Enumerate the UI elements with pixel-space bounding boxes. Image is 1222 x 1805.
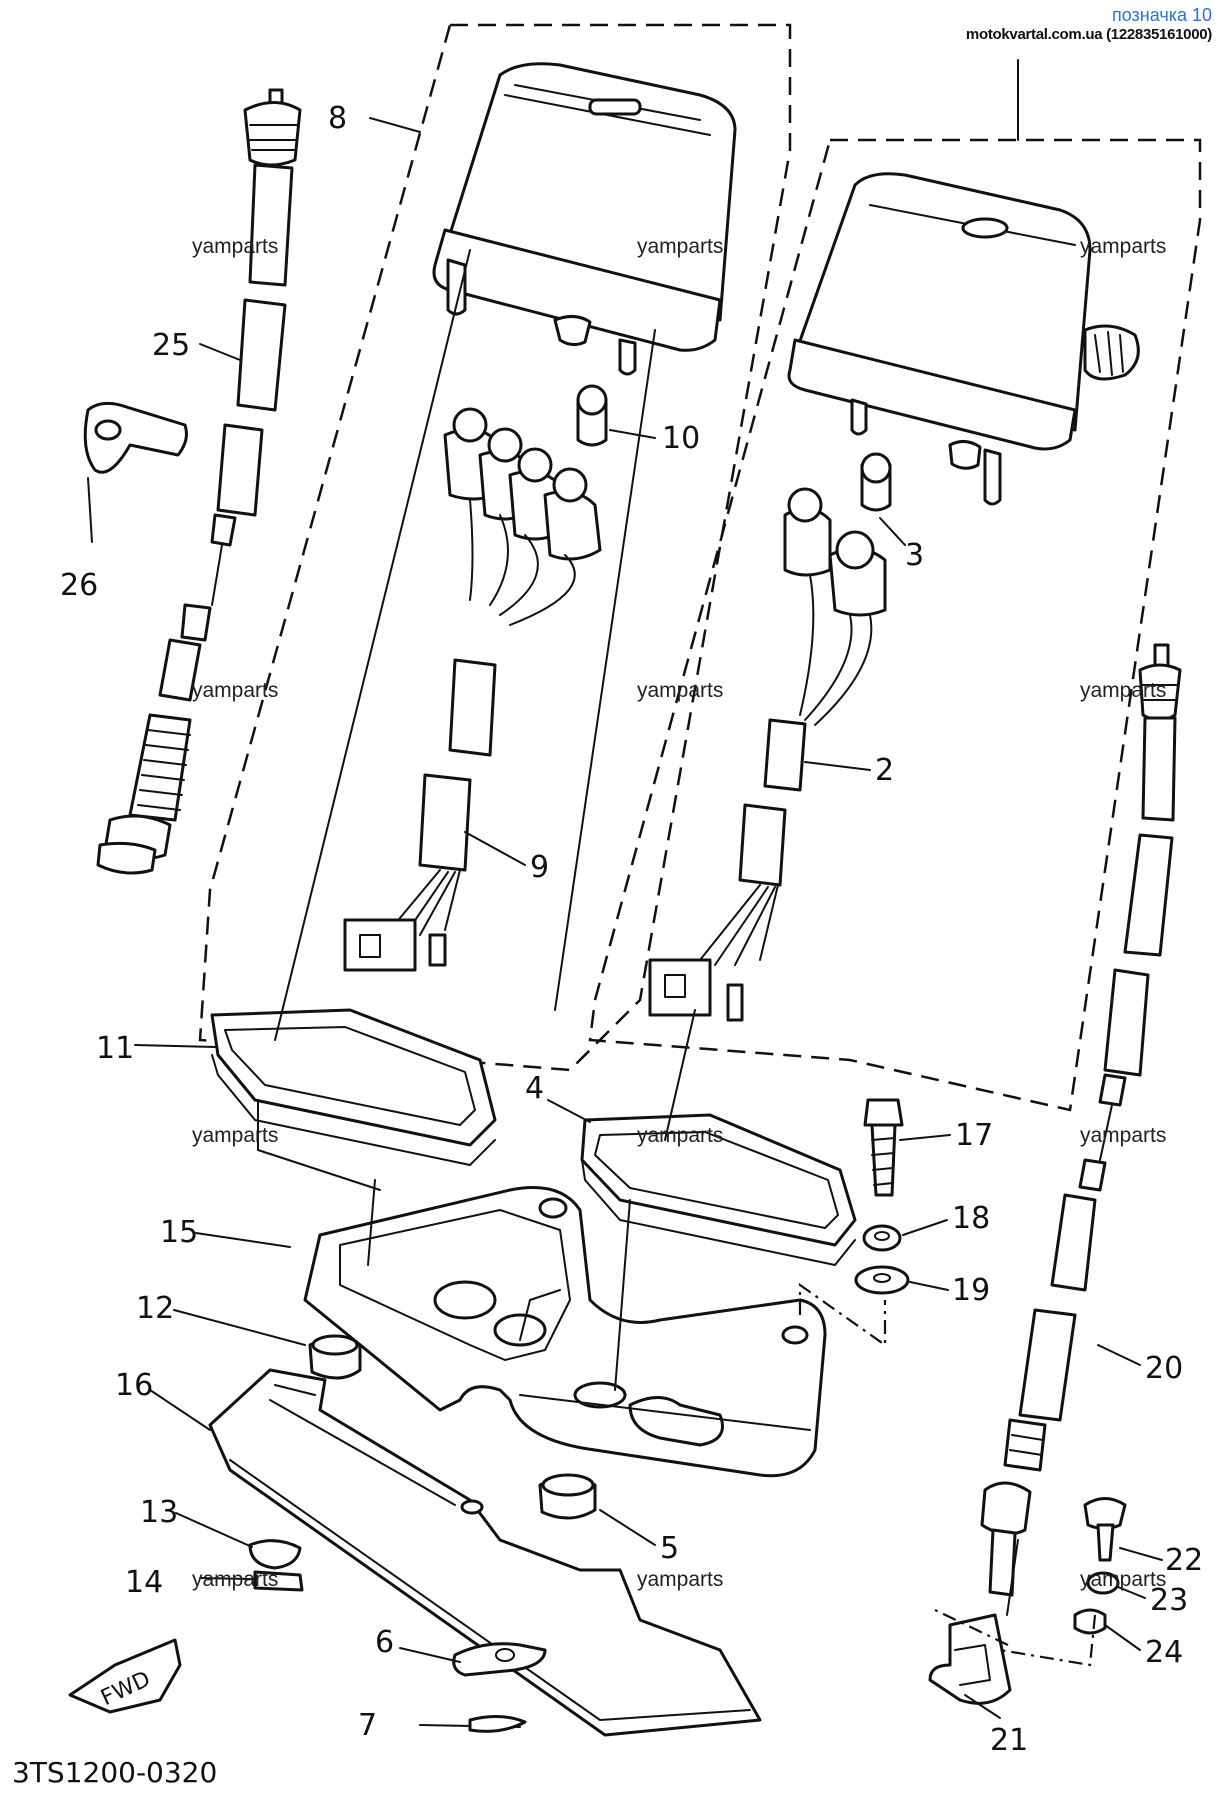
callout-leaders bbox=[87, 117, 1163, 1719]
callout-10: 10 bbox=[662, 421, 700, 456]
damper-4 bbox=[580, 1113, 857, 1266]
watermark: yamparts bbox=[1080, 1568, 1166, 1591]
page-header: позначка 10 motokvartal.com.ua (12283516… bbox=[966, 4, 1212, 44]
callout-numbers: 8 25 26 10 3 2 9 11 4 17 18 19 15 12 16 … bbox=[60, 101, 1203, 1758]
watermarks: yamparts yamparts yamparts yamparts yamp… bbox=[192, 235, 1166, 1591]
callout-16: 16 bbox=[115, 1368, 153, 1403]
callout-9: 9 bbox=[530, 850, 549, 885]
speedometer-harness bbox=[648, 452, 892, 1022]
callout-22: 22 bbox=[1165, 1543, 1203, 1578]
callout-15: 15 bbox=[160, 1215, 198, 1250]
washer-19 bbox=[854, 1265, 910, 1295]
callout-21: 21 bbox=[990, 1723, 1028, 1758]
meter-bracket-15 bbox=[303, 1186, 827, 1478]
group-boundary-tachometer bbox=[198, 23, 792, 1072]
callout-8: 8 bbox=[328, 101, 347, 136]
plate-6 bbox=[452, 1642, 547, 1677]
watermark: yamparts bbox=[1080, 1124, 1166, 1147]
watermark: yamparts bbox=[1080, 235, 1166, 258]
meter-cover-16 bbox=[208, 1368, 762, 1737]
fwd-arrow-badge: FWD bbox=[68, 1638, 182, 1714]
callout-6: 6 bbox=[375, 1625, 394, 1660]
callout-7: 7 bbox=[358, 1708, 377, 1743]
watermark: yamparts bbox=[637, 1568, 723, 1591]
callout-18: 18 bbox=[952, 1201, 990, 1236]
watermark: yamparts bbox=[192, 1568, 278, 1591]
watermark: yamparts bbox=[192, 235, 278, 258]
callout-14: 14 bbox=[125, 1565, 163, 1600]
speedometer-cable bbox=[980, 643, 1182, 1597]
callout-4: 4 bbox=[525, 1071, 544, 1106]
callout-24: 24 bbox=[1145, 1635, 1183, 1670]
header-site: motokvartal.com.ua (122835161000) bbox=[965, 26, 1212, 43]
callout-2: 2 bbox=[875, 753, 894, 788]
group-boundary-speedometer bbox=[588, 138, 1202, 1112]
washer-18 bbox=[862, 1224, 902, 1252]
grommet-12 bbox=[308, 1334, 362, 1380]
callout-3: 3 bbox=[905, 538, 924, 573]
cable-clamp-26 bbox=[83, 401, 188, 474]
watermark: yamparts bbox=[1080, 679, 1166, 702]
callout-5: 5 bbox=[660, 1531, 679, 1566]
callout-12: 12 bbox=[136, 1291, 174, 1326]
header-title[interactable]: позначка 10 bbox=[1111, 5, 1212, 25]
callout-11: 11 bbox=[96, 1031, 134, 1066]
tachometer-unit bbox=[432, 62, 737, 376]
callout-19: 19 bbox=[952, 1273, 990, 1308]
assembly-lines bbox=[257, 249, 1097, 1667]
watermark: yamparts bbox=[192, 679, 278, 702]
callout-25: 25 bbox=[152, 328, 190, 363]
grommet-5 bbox=[538, 1473, 597, 1520]
screw-22 bbox=[1083, 1497, 1127, 1562]
callout-17: 17 bbox=[955, 1118, 993, 1153]
screw-14 bbox=[199, 1570, 304, 1592]
diagram-code: 3TS1200-0320 bbox=[12, 1756, 217, 1789]
clip-7 bbox=[419, 1715, 527, 1733]
tachometer-harness bbox=[343, 384, 608, 972]
callout-23: 23 bbox=[1150, 1583, 1188, 1618]
callout-26: 26 bbox=[60, 568, 98, 603]
clamp-21 bbox=[928, 1613, 1012, 1705]
tachometer-cable bbox=[96, 88, 302, 875]
bolt-17 bbox=[863, 1098, 904, 1197]
speedometer-unit bbox=[787, 172, 1140, 506]
watermark: yamparts bbox=[637, 679, 723, 702]
nut-24 bbox=[1073, 1608, 1107, 1635]
callout-13: 13 bbox=[140, 1495, 178, 1530]
washer-23 bbox=[1086, 1571, 1120, 1595]
washer-13 bbox=[248, 1539, 302, 1570]
callout-20: 20 bbox=[1145, 1351, 1183, 1386]
watermark: yamparts bbox=[192, 1124, 278, 1147]
watermark: yamparts bbox=[637, 235, 723, 258]
watermark: yamparts bbox=[637, 1124, 723, 1147]
damper-11 bbox=[210, 1008, 497, 1166]
